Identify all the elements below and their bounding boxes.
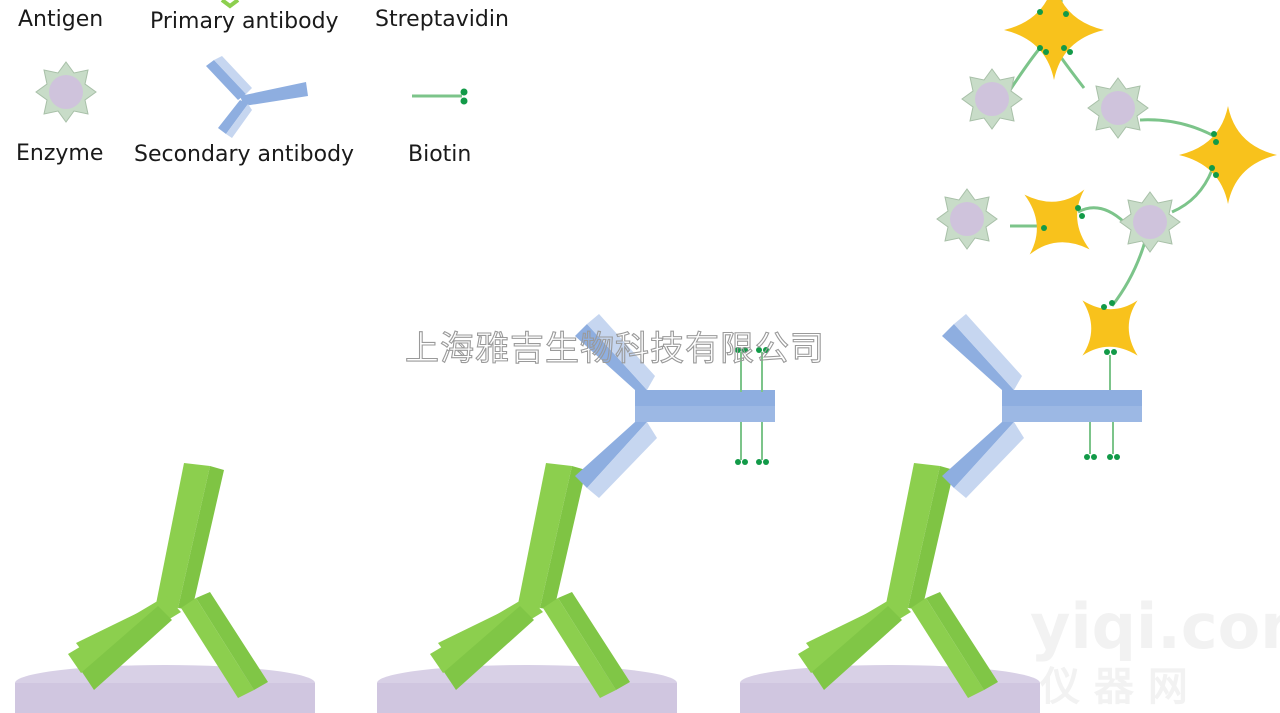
biotin-group [740, 352, 763, 460]
biotin-group [1089, 355, 1114, 454]
primary-antibody-icon [220, 0, 240, 9]
panel-primary-only [15, 463, 315, 713]
legend-biotin-label: Biotin [408, 142, 471, 167]
biotin-dots [1084, 349, 1120, 460]
enzyme [936, 188, 998, 250]
biotin-icon [412, 88, 468, 105]
biotin-dots [735, 347, 769, 465]
legend: Antigen Primary antibody Streptavidin En… [16, 0, 509, 167]
legend-antigen-label: Antigen [18, 7, 103, 32]
panel-abc-complex [740, 0, 1277, 713]
site-watermark: yiqi.com [1030, 590, 1280, 663]
panel-secondary-biotin [377, 314, 775, 713]
legend-secondary-antibody-label: Secondary antibody [134, 142, 354, 167]
company-watermark: 上海雅吉生物科技有限公司 [405, 329, 825, 369]
primary-antibody [430, 463, 630, 698]
legend-enzyme-label: Enzyme [16, 141, 103, 166]
enzyme [1119, 191, 1181, 253]
streptavidin [1004, 0, 1104, 80]
secondary-antibody-icon [206, 56, 308, 138]
biotin-dots [1037, 9, 1219, 310]
primary-antibody [798, 463, 998, 698]
primary-antibody [68, 463, 268, 698]
enzyme [961, 68, 1023, 130]
legend-streptavidin-label: Streptavidin [375, 7, 509, 32]
enzyme-icon [35, 61, 97, 123]
streptavidin [1179, 106, 1277, 204]
site-cn-watermark: 仪 器 网 [1039, 664, 1188, 710]
legend-primary-antibody-label: Primary antibody [150, 9, 339, 34]
enzyme [1087, 77, 1149, 139]
streptavidin [997, 162, 1117, 282]
